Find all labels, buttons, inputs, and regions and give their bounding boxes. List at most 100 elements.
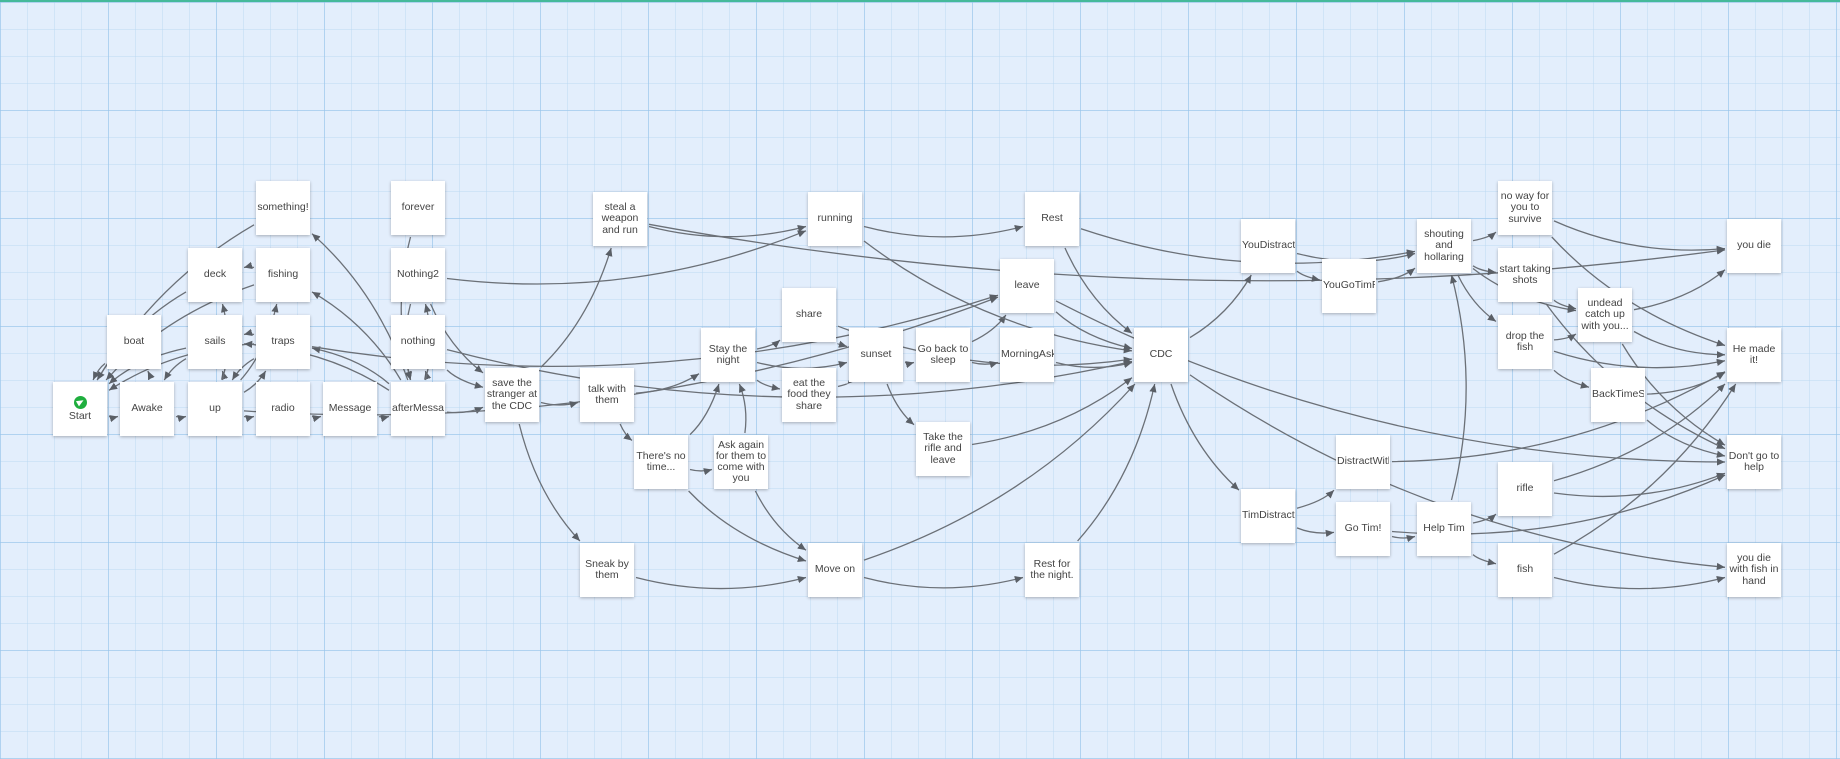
link-arrow	[635, 373, 700, 394]
passage-label: radio	[271, 402, 295, 415]
link-arrow	[1055, 361, 1133, 369]
passage-move-on[interactable]: Move on	[808, 543, 862, 597]
passage-label: Sneak by them	[585, 557, 629, 581]
passage-label: Go back to sleep	[917, 342, 969, 366]
passage-undead[interactable]: undead catch up with you...	[1578, 288, 1632, 342]
passage-label: MorningAsk	[1001, 348, 1054, 361]
passage-you-die-fish[interactable]: you die with fish in hand	[1727, 543, 1781, 597]
passage-shouting[interactable]: shouting and hollaring	[1417, 219, 1471, 273]
passage-label: Awake	[131, 402, 163, 415]
passage-fishing[interactable]: fishing	[256, 248, 310, 302]
passage-theres-no-time[interactable]: There's no time...	[634, 435, 688, 489]
passage-running[interactable]: running	[808, 192, 862, 246]
passage-sunset[interactable]: sunset	[849, 328, 903, 382]
passage-he-made-it[interactable]: He made it!	[1727, 328, 1781, 382]
passage-morning-ask[interactable]: MorningAsk	[1000, 328, 1054, 382]
passage-steal-weapon[interactable]: steal a weapon and run	[593, 192, 647, 246]
link-arrow	[1633, 269, 1726, 311]
passage-talk-with-them[interactable]: talk with them	[580, 368, 634, 422]
passage-label: start taking shots	[1499, 262, 1551, 286]
passage-label: fishing	[267, 268, 299, 281]
link-arrow	[971, 377, 1133, 446]
passage-you-distract[interactable]: YouDistract	[1241, 219, 1295, 273]
passage-you-go-tim-rifle[interactable]: YouGoTimRifle	[1322, 259, 1376, 313]
link-arrow	[863, 225, 1024, 238]
passage-label: Nothing2	[396, 268, 440, 281]
passage-you-die[interactable]: you die	[1727, 219, 1781, 273]
passage-leave[interactable]: leave	[1000, 259, 1054, 313]
passage-label: Go Tim!	[1344, 522, 1382, 535]
link-arrow	[311, 291, 402, 381]
passage-tim-distract[interactable]: TimDistract	[1241, 489, 1295, 543]
passage-start-shots[interactable]: start taking shots	[1498, 248, 1552, 302]
passage-take-rifle[interactable]: Take the rifle and leave	[916, 422, 970, 476]
link-arrow	[1472, 554, 1497, 566]
link-arrow	[863, 240, 1133, 354]
passage-up[interactable]: up	[188, 382, 242, 436]
passage-back-time[interactable]: BackTimeSuccess	[1591, 368, 1645, 422]
link-arrow	[1077, 383, 1157, 542]
passage-nothing2[interactable]: Nothing2	[391, 248, 445, 302]
link-arrow	[430, 303, 484, 374]
link-arrow	[1450, 274, 1467, 501]
passage-sails[interactable]: sails	[188, 315, 242, 369]
link-arrow	[1472, 265, 1497, 276]
passage-stay-night[interactable]: Stay the night	[701, 328, 755, 382]
passage-label: sunset	[860, 348, 892, 361]
link-arrow	[689, 468, 713, 476]
passage-share[interactable]: share	[782, 288, 836, 342]
link-arrow	[243, 415, 255, 423]
passage-sneak-by-them[interactable]: Sneak by them	[580, 543, 634, 597]
passage-deck[interactable]: deck	[188, 248, 242, 302]
passage-label: leave	[1014, 279, 1040, 292]
link-arrow	[904, 361, 915, 369]
link-arrow	[92, 362, 106, 381]
passage-drop-fish[interactable]: drop the fish	[1498, 315, 1552, 369]
passage-rest[interactable]: Rest	[1025, 192, 1079, 246]
passage-cdc[interactable]: CDC	[1134, 328, 1188, 382]
passage-ask-again[interactable]: Ask again for them to come with you	[714, 435, 768, 489]
passage-rifle[interactable]: rifle	[1498, 462, 1552, 516]
passage-dont-help[interactable]: Don't go to help	[1727, 435, 1781, 489]
passage-eat-food[interactable]: eat the food they share	[782, 368, 836, 422]
passage-go-tim[interactable]: Go Tim!	[1336, 502, 1390, 556]
passage-label: TimDistract	[1242, 509, 1295, 522]
passage-label: up	[209, 402, 221, 415]
passage-distract-with[interactable]: DistractWith	[1336, 435, 1390, 489]
passage-go-back-sleep[interactable]: Go back to sleep	[916, 328, 970, 382]
passage-something[interactable]: something!	[256, 181, 310, 235]
link-arrow	[1457, 274, 1497, 323]
passage-boat[interactable]: boat	[107, 315, 161, 369]
passage-message[interactable]: Message	[323, 382, 377, 436]
passage-traps[interactable]: traps	[256, 315, 310, 369]
passage-forever[interactable]: forever	[391, 181, 445, 235]
link-arrow	[378, 415, 390, 423]
passage-label: DistractWith	[1337, 456, 1389, 468]
link-arrow	[1064, 247, 1133, 334]
passage-start[interactable]: Start	[53, 382, 107, 436]
link-arrow	[1391, 535, 1416, 543]
link-arrow	[108, 415, 119, 423]
link-arrow	[311, 415, 322, 423]
link-arrow	[837, 375, 856, 388]
passage-label: traps	[271, 335, 295, 348]
link-arrow	[1633, 330, 1726, 359]
passage-label: There's no time...	[636, 449, 686, 473]
link-arrow	[756, 339, 781, 350]
passage-nothing[interactable]: nothing	[391, 315, 445, 369]
passage-label: you die with fish in hand	[1729, 552, 1779, 587]
passage-save-stranger[interactable]: save the stranger at the CDC	[485, 368, 539, 422]
passage-rest-night[interactable]: Rest for the night.	[1025, 543, 1079, 597]
link-arrow	[147, 370, 155, 381]
passage-awake[interactable]: Awake	[120, 382, 174, 436]
passage-after-message[interactable]: afterMessage	[391, 382, 445, 436]
passage-help-tim[interactable]: Help Tim	[1417, 502, 1471, 556]
passage-fish[interactable]: fish	[1498, 543, 1552, 597]
passage-label: shouting and hollaring	[1424, 228, 1464, 263]
passage-radio[interactable]: radio	[256, 382, 310, 436]
link-arrow	[446, 369, 484, 389]
passage-no-way[interactable]: no way for you to survive	[1498, 181, 1552, 235]
link-arrow	[1553, 472, 1726, 498]
link-arrow	[756, 379, 781, 391]
